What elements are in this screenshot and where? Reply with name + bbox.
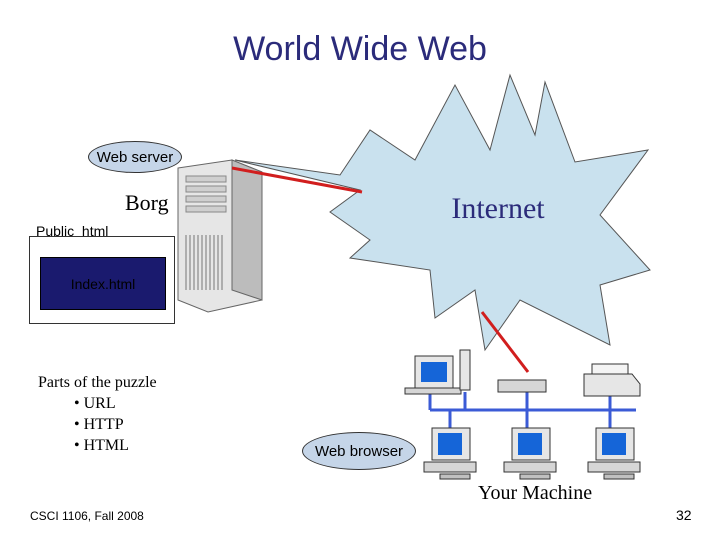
internet-cloud [234,73,651,352]
folder-label: Public_html [36,223,109,239]
web-browser-bubble: Web browser [302,432,416,470]
computer-icon [587,427,641,480]
network-bus [428,392,636,428]
network-hub-icon [497,379,547,393]
server-name: Borg [125,190,169,215]
puzzle-item-http: • HTTP [74,416,124,433]
web-server-bubble: Web server [88,141,182,173]
internet-machine-link [480,311,530,373]
index-file-label: Index.html [70,275,136,292]
server-tower-icon [177,159,263,313]
puzzle-list: Parts of the puzzle • URL • HTTP • HTML [38,372,157,456]
printer-icon [583,363,641,397]
footer-course: CSCI 1106, Fall 2008 [30,509,144,523]
puzzle-heading: Parts of the puzzle [38,374,157,391]
puzzle-item-html: • HTML [74,437,129,454]
web-server-label: Web server [96,148,174,166]
computer-icon [423,427,477,480]
puzzle-item-url: • URL [74,395,116,412]
server-internet-link [231,166,363,194]
computer-icon [503,427,557,480]
index-file: Index.html [40,257,166,310]
slide-title: World Wide Web [233,30,487,68]
workstation-icon [404,349,471,395]
internet-label: Internet [451,192,545,225]
machine-label: Your Machine [478,482,593,504]
web-browser-label: Web browser [314,442,404,460]
slide-number: 32 [676,507,692,523]
